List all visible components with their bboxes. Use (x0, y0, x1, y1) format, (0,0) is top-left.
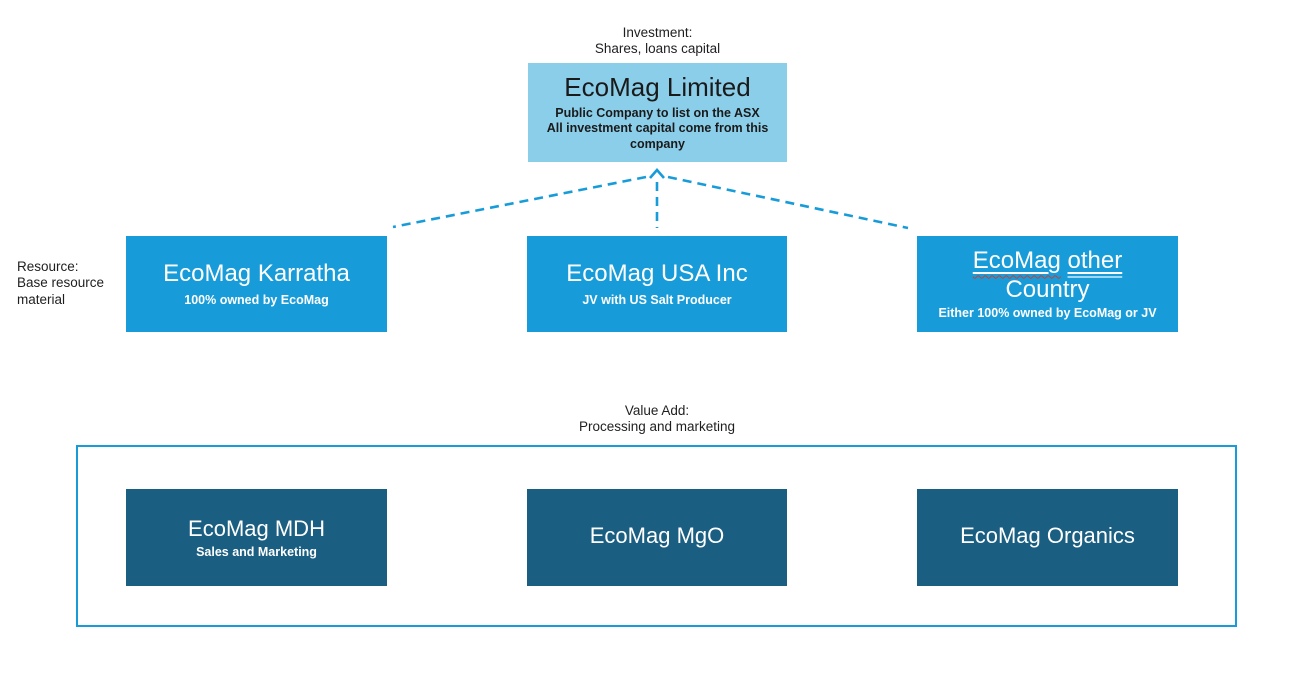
ecomag-mdh-subtitle: Sales and Marketing (196, 544, 317, 559)
resource-label-line1: Resource: (17, 259, 79, 274)
ecomag-other-country-title-line2: Country (1005, 275, 1090, 303)
ecomag-other-word2: other (1067, 246, 1123, 274)
ecomag-usa-subtitle: JV with US Salt Producer (582, 292, 732, 307)
resource-label: Resource: Base resource material (17, 259, 137, 308)
ecomag-other-word1: EcoMag (972, 246, 1061, 274)
value-add-label: Value Add: Processing and marketing (497, 403, 817, 436)
investment-label-line1: Investment: (622, 25, 693, 40)
resource-label-line3: material (17, 291, 66, 307)
box-ecomag-usa: EcoMag USA Inc JV with US Salt Producer (527, 236, 787, 332)
box-ecomag-mgo: EcoMag MgO (527, 489, 787, 586)
box-ecomag-karratha: EcoMag Karratha 100% owned by EcoMag (126, 236, 387, 332)
box-ecomag-organics: EcoMag Organics (917, 489, 1178, 586)
ecomag-mdh-title: EcoMag MDH (188, 516, 325, 542)
value-add-container (76, 445, 1237, 627)
arrow-up-icon (649, 168, 665, 179)
connector-right-dashed-line (667, 175, 909, 230)
investment-label-line2: Shares, loans capital (594, 41, 721, 57)
ecomag-limited-subtitle-2: All investment capital come from this co… (546, 121, 769, 151)
ecomag-other-country-subtitle: Either 100% owned by EcoMag or JV (938, 306, 1157, 321)
value-add-label-line2: Processing and marketing (578, 419, 736, 435)
value-add-label-line1: Value Add: (624, 403, 690, 418)
ecomag-usa-title: EcoMag USA Inc (566, 260, 748, 288)
ecomag-mgo-title: EcoMag MgO (589, 523, 725, 549)
box-ecomag-limited: EcoMag Limited Public Company to list on… (528, 63, 787, 162)
investment-label: Investment: Shares, loans capital (528, 25, 787, 58)
ecomag-organics-title: EcoMag Organics (960, 523, 1135, 549)
ecomag-limited-subtitle-1: Public Company to list on the ASX (555, 105, 760, 120)
ecomag-karratha-title: EcoMag Karratha (163, 260, 350, 288)
resource-label-line2: Base resource (17, 275, 105, 291)
ecomag-limited-title: EcoMag Limited (564, 71, 751, 102)
ecomag-karratha-subtitle: 100% owned by EcoMag (184, 292, 329, 307)
box-ecomag-mdh: EcoMag MDH Sales and Marketing (126, 489, 387, 586)
connector-left-dashed-line (392, 175, 647, 229)
